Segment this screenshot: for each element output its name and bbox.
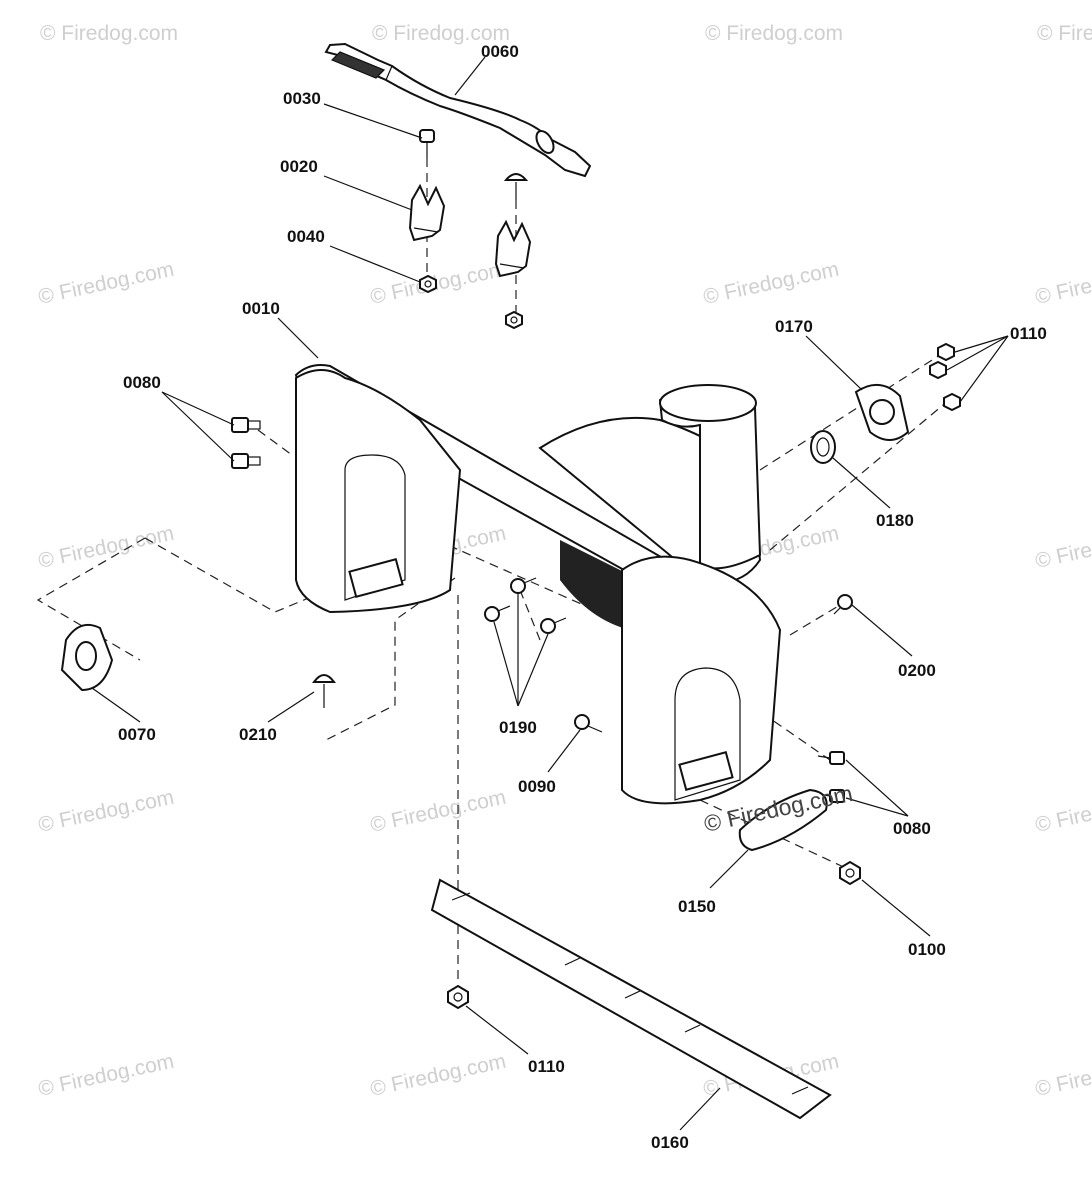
leader-line (493, 621, 519, 707)
watermark: © Firedog.com (36, 522, 176, 573)
hex-bolt (231, 453, 261, 469)
leader-line (323, 175, 413, 211)
hex-nut (419, 274, 437, 294)
watermark: © Firedog.com (1037, 22, 1092, 45)
watermark: © Firedog.com (705, 22, 843, 45)
part-label-0150: 0150 (678, 897, 716, 916)
part-label-0180: 0180 (876, 511, 914, 530)
hex-bolt (817, 751, 845, 765)
chute-clip (494, 219, 532, 278)
carriage-bolt (540, 617, 567, 634)
leader-line (845, 797, 909, 817)
assembly-line (257, 429, 293, 456)
bearing-flange (60, 624, 114, 692)
watermark: © Firedog.com (36, 1050, 176, 1101)
leader-line (679, 1087, 721, 1131)
watermark: © Firedog.com (368, 1050, 508, 1101)
hex-nut (447, 984, 469, 1010)
watermark: © Firedog.com (1033, 522, 1092, 573)
leader-line (954, 335, 1009, 353)
hex-nut (839, 860, 861, 886)
watermark: © Firedog.com (372, 22, 510, 45)
leader-line (547, 729, 581, 773)
carriage-bolt (484, 605, 511, 622)
leader-line (91, 687, 141, 723)
part-label-0110: 0110 (1010, 324, 1047, 343)
leader-line (277, 317, 319, 359)
leader-line (805, 335, 863, 391)
part-label-0100: 0100 (908, 940, 946, 959)
carriage-bolt (503, 173, 529, 200)
hex-nut (943, 392, 961, 412)
chute-clip (408, 183, 446, 242)
hex-nut (505, 310, 523, 330)
bearing (810, 430, 836, 464)
part-label-0020: 0020 (280, 157, 318, 176)
watermark: © Firedog.com (701, 258, 841, 309)
part-label-0210: 0210 (239, 725, 277, 744)
leader-line (161, 391, 235, 462)
assembly-line (769, 394, 956, 551)
carriage-bolt (510, 577, 537, 594)
leader-line (267, 691, 315, 723)
part-label-0160: 0160 (651, 1133, 689, 1152)
leader-line (845, 759, 909, 817)
leader-line (946, 335, 1009, 371)
leader-line (861, 879, 931, 937)
scraper-bar (430, 878, 832, 1120)
assembly-line (144, 537, 401, 613)
part-label-0070: 0070 (118, 725, 156, 744)
leader-line (465, 1005, 529, 1055)
watermark: © Firedog.com (1033, 1050, 1092, 1101)
watermark: © Firedog.com (368, 786, 508, 837)
carriage-bolt (312, 674, 336, 708)
watermark: © Firedog.com (40, 22, 178, 45)
watermark: © Firedog.com (1033, 258, 1092, 309)
leader-line (161, 391, 235, 426)
part-label-0190: 0190 (499, 718, 537, 737)
part-label-0060: 0060 (481, 42, 519, 61)
assembly-line (519, 589, 541, 641)
leader-line (517, 633, 549, 707)
leader-line (959, 335, 1009, 403)
part-label-0040: 0040 (287, 227, 325, 246)
screw (833, 594, 853, 615)
watermark: © Firedog.com (1033, 786, 1092, 837)
part-label-0200: 0200 (898, 661, 936, 680)
leader-line (851, 604, 913, 657)
part-label-0030: 0030 (283, 89, 321, 108)
part-label-0090: 0090 (518, 777, 556, 796)
bearing-flange (854, 384, 910, 441)
leader-line (329, 245, 421, 283)
part-label-0010: 0010 (242, 299, 280, 318)
leader-line (323, 103, 423, 139)
part-label-0170: 0170 (775, 317, 813, 336)
hex-bolt (231, 417, 261, 433)
watermark: © Firedog.com (368, 258, 508, 309)
hex-bolt (574, 714, 603, 733)
part-label-0110: 0110 (528, 1057, 565, 1076)
leader-line (709, 849, 749, 889)
hex-nut (929, 360, 947, 380)
watermark: © Firedog.com (36, 786, 176, 837)
assembly-line (36, 537, 146, 661)
skid-shoe (738, 788, 828, 852)
assembly-line (789, 604, 841, 636)
part-labels: 0060 0030 0020 0040 0010 0170 0110 0080 … (118, 42, 1047, 1152)
part-label-0080: 0080 (123, 373, 161, 392)
screw (419, 129, 435, 158)
part-label-0080: 0080 (893, 819, 931, 838)
hex-nut (937, 342, 955, 362)
chute-control-rod (324, 42, 592, 178)
leader-lines (91, 56, 1009, 1131)
leader-line (832, 457, 891, 509)
watermark: © Firedog.com (36, 258, 176, 309)
assembly-line (759, 354, 941, 471)
leader-line (454, 56, 486, 96)
auger-housing (294, 364, 782, 805)
